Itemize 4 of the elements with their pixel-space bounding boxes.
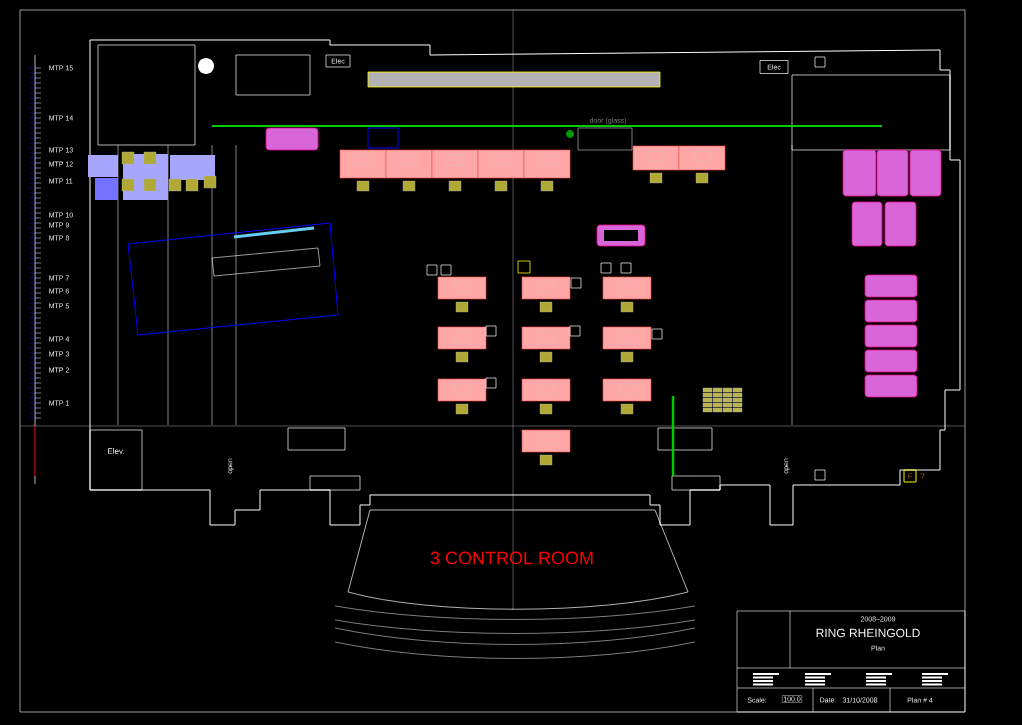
plan-title: RING RHEINGOLD xyxy=(816,628,920,638)
question-mark: ? xyxy=(920,473,925,479)
room-title: 3 CONTROL ROOM xyxy=(430,551,593,565)
room-label: Elev. xyxy=(108,448,124,454)
